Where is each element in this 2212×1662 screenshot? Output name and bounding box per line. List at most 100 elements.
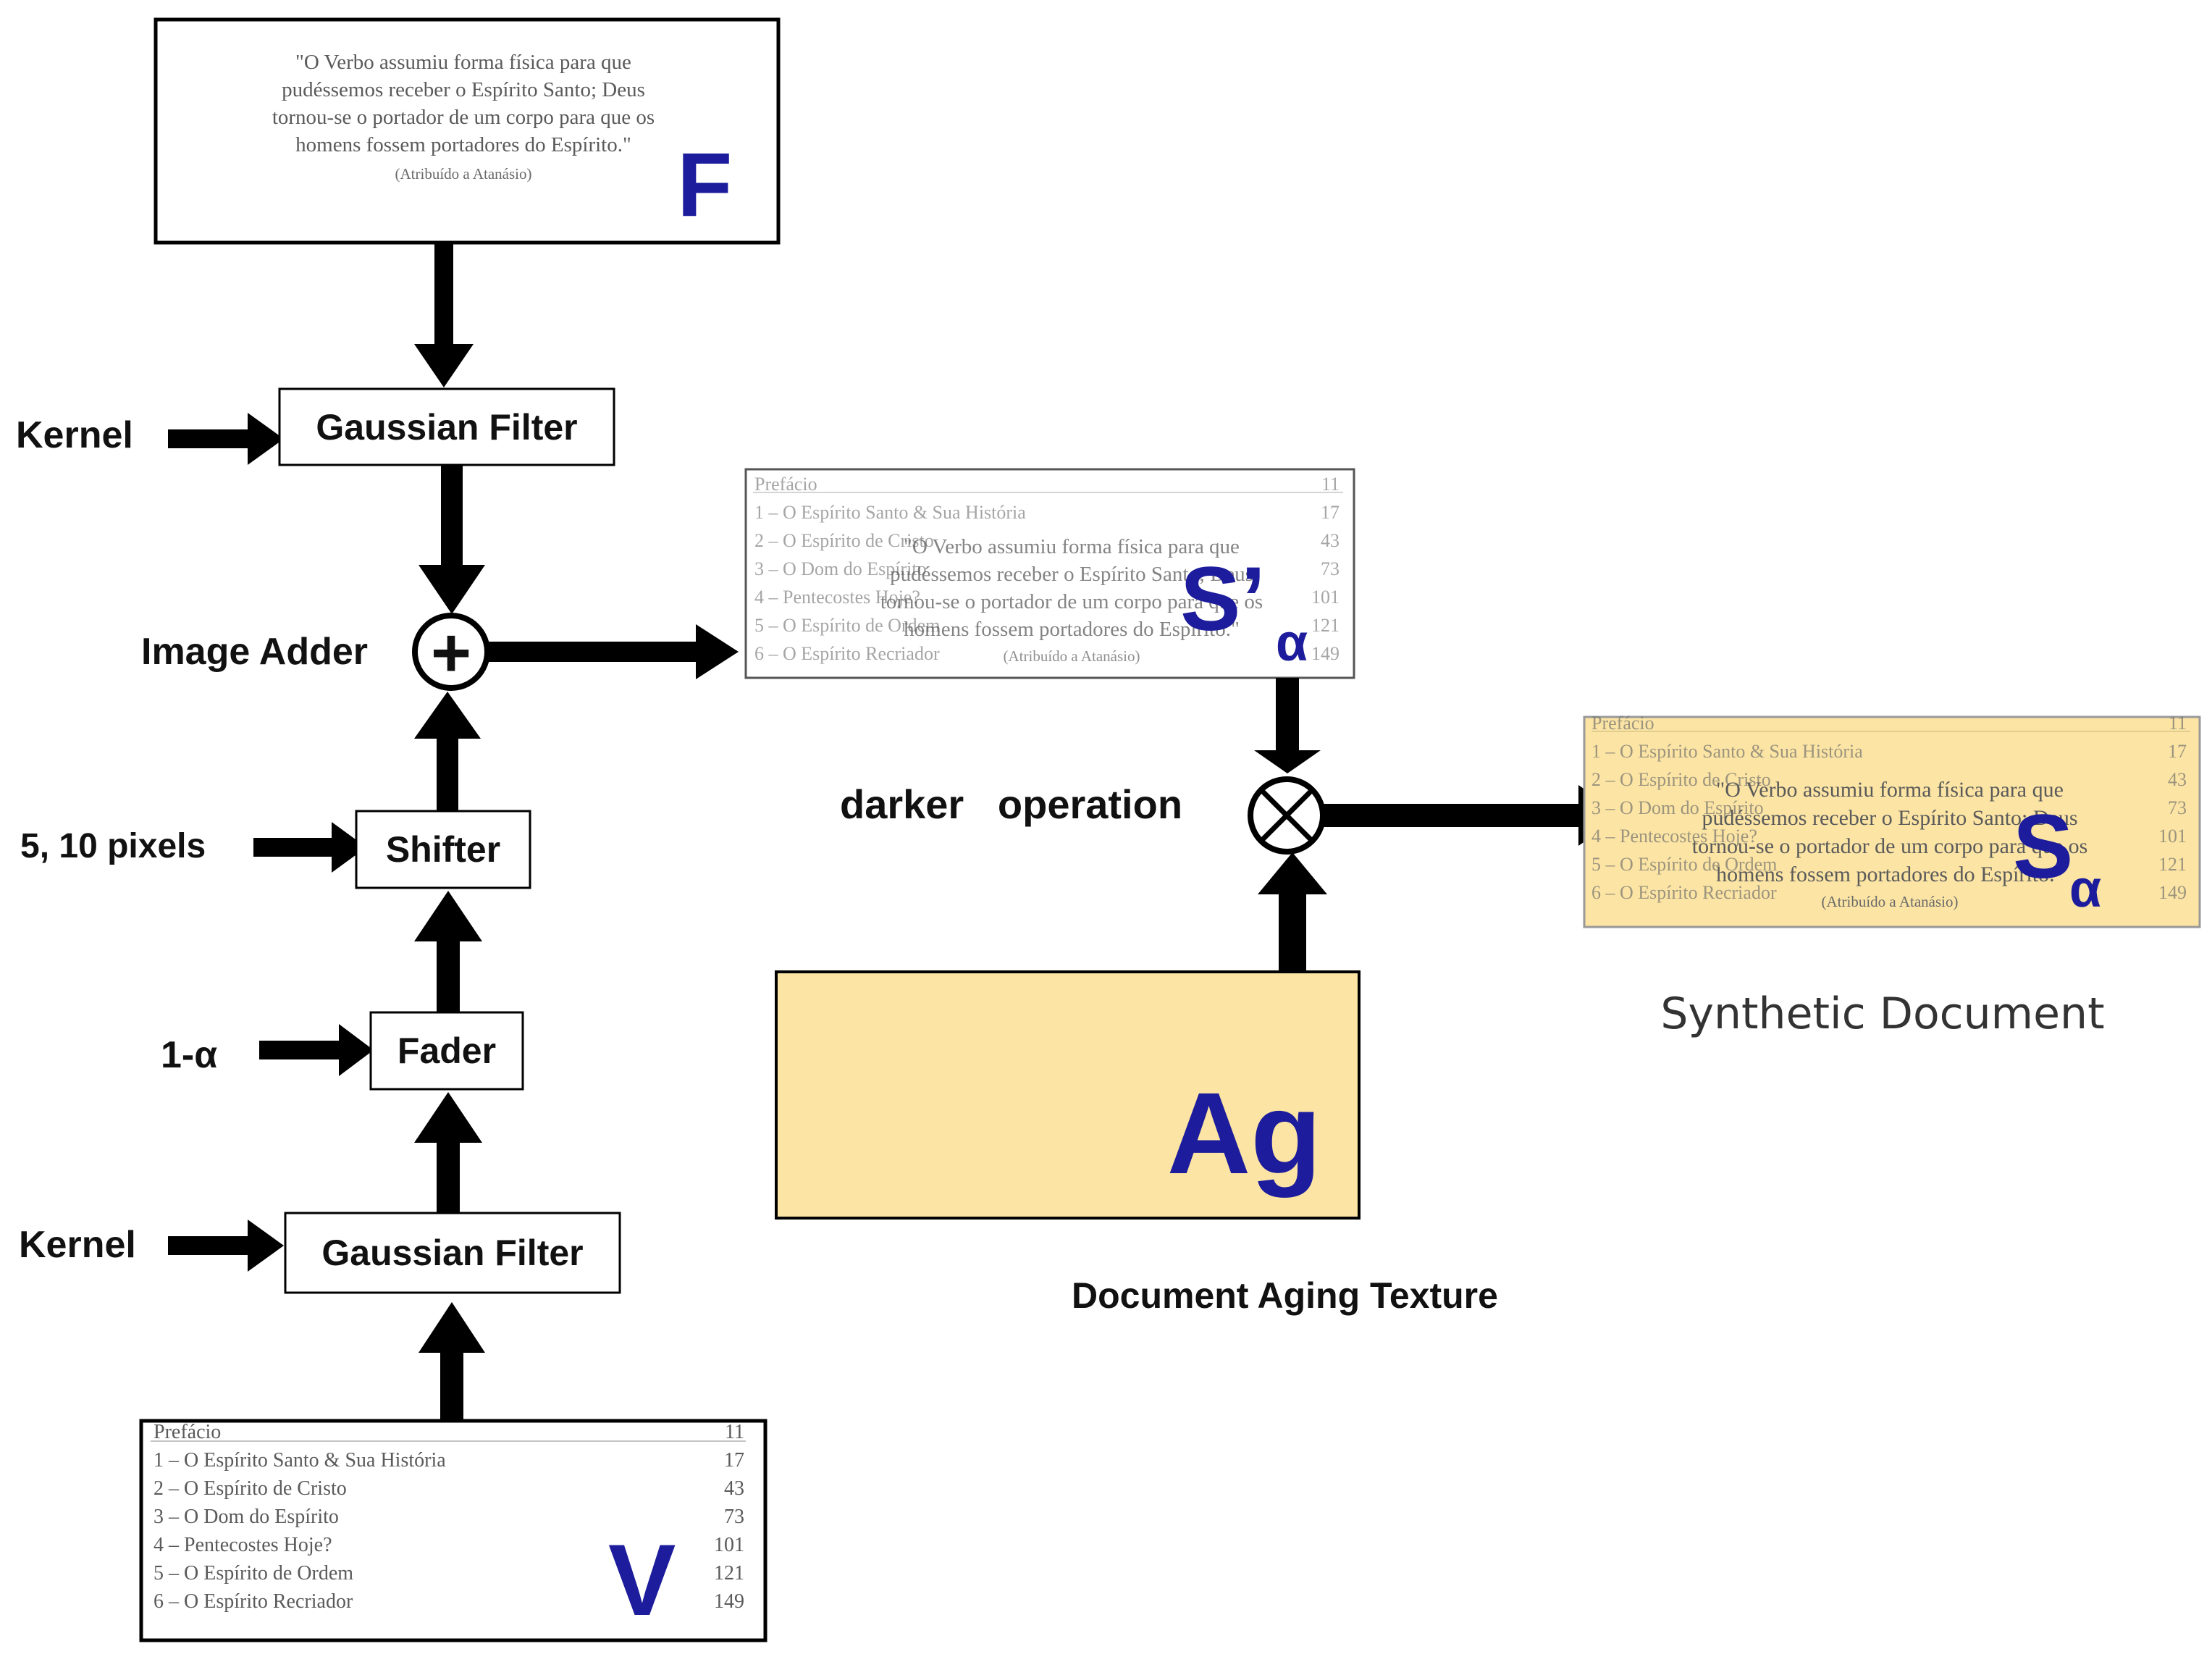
- aging-texture-label: Document Aging Texture: [1072, 1275, 1498, 1316]
- left-column-arrows: [414, 243, 485, 1425]
- synthetic-quote-4: homens fossem portadores do Espírito.": [1716, 863, 2064, 886]
- arrow-kernel-bottom: [168, 1236, 248, 1255]
- document-v-toc-4: 3 – O Dom do Espírito: [154, 1506, 339, 1528]
- fader-block: Fader: [369, 1011, 524, 1091]
- image-adder-symbol: +: [431, 614, 471, 692]
- s-prime-toc-4: 3 – O Dom do Espírito: [754, 558, 927, 579]
- document-v-toc-page-4: 73: [724, 1506, 744, 1528]
- gaussian-filter-bottom-label: Gaussian Filter: [321, 1233, 583, 1273]
- fader-label: Fader: [398, 1031, 496, 1071]
- document-v-toc-6: 5 – O Espírito de Ordem: [154, 1562, 353, 1585]
- document-v-toc-page-3: 43: [724, 1477, 744, 1500]
- s-prime-toc-3: 2 – O Espírito de Cristo: [754, 530, 934, 551]
- synthetic-toc-1: Prefácio: [1591, 713, 1654, 734]
- document-v-toc-5: 4 – Pentecostes Hoje?: [154, 1534, 332, 1556]
- synthetic-toc-page-6: 121: [2158, 854, 2187, 875]
- document-v-toc-page-5: 101: [714, 1534, 744, 1556]
- s-prime-toc-page-3: 43: [1321, 530, 1340, 551]
- s-prime-toc-6: 5 – O Espírito de Ordem: [754, 615, 940, 636]
- synthetic-quote-2: pudéssemos receber o Espírito Santo; Deu…: [1702, 806, 2077, 830]
- arrow-shift-amount: [253, 838, 332, 857]
- document-v: Prefácio 11 1 – O Espírito Santo & Sua H…: [139, 1419, 768, 1642]
- darker-operation: [1248, 776, 1326, 855]
- arrow-adder-to-s-prime: [487, 624, 739, 679]
- s-prime-toc-page-4: 73: [1321, 558, 1340, 579]
- document-f-quote-line-1: "O Verbo assumiu forma física para que: [295, 51, 631, 74]
- synthetic-toc-4: 3 – O Dom do Espírito: [1591, 797, 1764, 818]
- synthetic-toc-3: 2 – O Espírito de Cristo: [1591, 769, 1771, 790]
- arrow-shifter-to-adder: [437, 739, 458, 811]
- arrow-v-to-filter: [440, 1353, 463, 1425]
- arrow-aging-to-darker: [1258, 852, 1327, 975]
- symbol-s-prime-subscript: α: [1276, 614, 1308, 672]
- synthetic-quote: "O Verbo assumiu forma física para que p…: [1692, 778, 2088, 910]
- gaussian-filter-bottom: Gaussian Filter: [284, 1212, 621, 1294]
- symbol-s: S: [2013, 797, 2073, 897]
- arrow-fader-to-shifter: [437, 941, 460, 1012]
- synthetic-document-label: Synthetic Document: [1660, 989, 2104, 1039]
- fade-factor-label: 1-α: [161, 1034, 217, 1076]
- s-prime-toc-page-6: 121: [1311, 615, 1340, 636]
- symbol-s-prime: S’: [1180, 549, 1266, 650]
- s-prime-attribution: (Atribuído a Atanásio): [1004, 647, 1140, 665]
- synthetic-document: Prefácio 11 1 – O Espírito Santo & Sua H…: [1583, 713, 2201, 928]
- document-f-attribution: (Atribuído a Atanásio): [395, 165, 532, 182]
- intermediate-document: Prefácio 11 1 – O Espírito Santo & Sua H…: [744, 468, 1355, 679]
- synthetic-toc-7: 6 – O Espírito Recriador: [1591, 882, 1777, 903]
- document-v-toc-page-2: 17: [724, 1449, 744, 1472]
- s-prime-toc-2: 1 – O Espírito Santo & Sua História: [754, 502, 1026, 523]
- symbol-ag: Ag: [1167, 1068, 1321, 1198]
- image-adder-label: Image Adder: [141, 631, 368, 673]
- side-input-arrows: [168, 413, 374, 1272]
- s-prime-toc-7: 6 – O Espírito Recriador: [754, 643, 940, 664]
- document-f-quote-line-3: tornou-se o portador de um corpo para qu…: [272, 106, 655, 129]
- arrow-darker-to-synthetic: [1324, 785, 1622, 846]
- s-prime-toc-1: Prefácio: [754, 474, 817, 495]
- document-f-quote-line-4: homens fossem portadores do Espírito.": [295, 133, 631, 156]
- gaussian-filter-top: Gaussian Filter: [278, 387, 615, 466]
- s-prime-toc-5: 4 – Pentecostes Hoje?: [754, 587, 920, 608]
- symbol-v: V: [608, 1523, 676, 1637]
- document-v-toc-3: 2 – O Espírito de Cristo: [154, 1477, 347, 1500]
- arrow-filter-to-adder: [441, 465, 463, 565]
- arrow-filter-to-fader: [437, 1143, 460, 1213]
- synthetic-toc-page-5: 101: [2158, 826, 2187, 847]
- synthetic-toc-2: 1 – O Espírito Santo & Sua História: [1591, 741, 1863, 762]
- s-prime-quote-1: "O Verbo assumiu forma física para que: [904, 535, 1240, 558]
- document-f-quote-line-2: pudéssemos receber o Espírito Santo; Deu…: [282, 78, 645, 101]
- symbol-f: F: [677, 135, 732, 235]
- gaussian-filter-top-label: Gaussian Filter: [316, 407, 577, 448]
- arrow-fade-factor: [259, 1041, 339, 1059]
- document-v-toc-1: Prefácio: [154, 1421, 221, 1443]
- intermediate-toc: Prefácio 11 1 – O Espírito Santo & Sua H…: [754, 474, 1340, 664]
- synthetic-toc-page-1: 11: [2169, 713, 2187, 734]
- kernel-top-label: Kernel: [16, 414, 133, 456]
- document-v-toc-page-6: 121: [714, 1562, 744, 1585]
- s-prime-quote-3: tornou-se o portador de um corpo para qu…: [880, 590, 1263, 613]
- symbol-s-subscript: α: [2069, 860, 2101, 918]
- document-f: "O Verbo assumiu forma física para que p…: [154, 17, 781, 245]
- synthetic-toc-5: 4 – Pentecostes Hoje?: [1591, 826, 1757, 847]
- s-prime-toc-page-5: 101: [1311, 587, 1340, 608]
- shift-amount-label: 5, 10 pixels: [20, 827, 206, 865]
- arrow-f-to-filter: [434, 243, 453, 344]
- synthetic-toc-page-2: 17: [2168, 741, 2187, 762]
- synthetic-toc-page-7: 149: [2158, 882, 2187, 903]
- darker-operation-label: darker operation: [840, 781, 1182, 827]
- synthetic-quote-3: tornou-se o portador de um corpo para qu…: [1692, 834, 2088, 858]
- s-prime-quote-4: homens fossem portadores do Espírito.": [904, 618, 1240, 641]
- image-adder: +: [412, 613, 490, 692]
- s-prime-quote-2: pudéssemos receber o Espírito Santo; Deu…: [890, 563, 1253, 586]
- s-prime-toc-page-2: 17: [1321, 502, 1340, 523]
- document-v-toc-page-1: 11: [725, 1421, 744, 1443]
- s-prime-toc-page-7: 149: [1311, 643, 1340, 664]
- synthetic-toc-6: 5 – O Espírito de Ordem: [1591, 854, 1777, 875]
- document-v-toc-2: 1 – O Espírito Santo & Sua História: [154, 1449, 446, 1472]
- s-prime-toc-page-1: 11: [1321, 474, 1340, 495]
- document-v-toc-page-7: 149: [714, 1590, 744, 1613]
- synthetic-toc: Prefácio 11 1 – O Espírito Santo & Sua H…: [1591, 713, 2187, 903]
- document-v-toc-7: 6 – O Espírito Recriador: [154, 1590, 353, 1613]
- intermediate-quote: "O Verbo assumiu forma física para que p…: [880, 535, 1263, 665]
- kernel-bottom-label: Kernel: [19, 1224, 136, 1266]
